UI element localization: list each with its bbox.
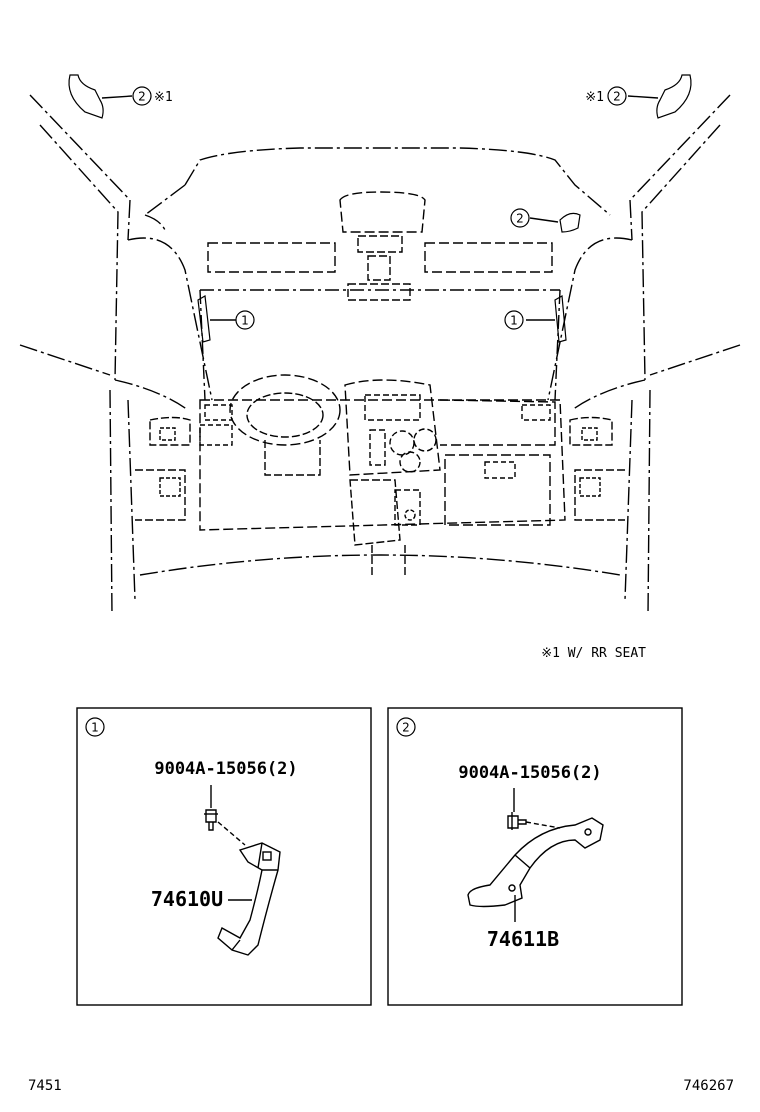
grip-rear-left — [68, 74, 104, 119]
footer-code-left: 7451 — [28, 1078, 62, 1094]
screw-part-number[interactable]: 9004A-15056(2) — [154, 759, 297, 779]
screw-icon — [204, 809, 218, 831]
callout-circle — [504, 310, 524, 330]
callout-circle — [510, 208, 530, 228]
screw-icon — [507, 812, 527, 830]
callout-number: 2 — [138, 90, 146, 104]
callout-number: 1 — [510, 314, 518, 328]
grip-roof-right — [559, 212, 581, 233]
assist-grip-74611b — [467, 817, 604, 908]
detail-panel-1 — [76, 707, 372, 1006]
callout-number: 1 — [241, 314, 249, 328]
footer-code-right: 746267 — [683, 1078, 734, 1094]
grip-front-left — [197, 295, 211, 343]
callout-number: 2 — [613, 90, 621, 104]
grip-front-right — [554, 295, 567, 343]
grip-part-number[interactable]: 74611B — [487, 927, 559, 951]
grip-part-number[interactable]: 74610U — [151, 887, 223, 911]
detail-panel-2 — [387, 707, 683, 1006]
panel-number-circle — [85, 717, 105, 737]
panel-number: 2 — [402, 721, 410, 735]
screw-part-number[interactable]: 9004A-15056(2) — [458, 763, 601, 783]
callout-circle — [607, 86, 627, 106]
option-note: ※1 W/ RR SEAT — [541, 646, 646, 661]
grip-rear-right — [656, 74, 692, 119]
callout-note-mark: ※1 — [154, 90, 173, 105]
assist-grip-74610u — [217, 842, 281, 956]
callout-note-mark: ※1 — [585, 90, 604, 105]
callout-number: 2 — [516, 212, 524, 226]
panel-number-circle — [396, 717, 416, 737]
callout-circle — [235, 310, 255, 330]
callout-circle — [132, 86, 152, 106]
interior-overview — [19, 74, 741, 616]
panel-number: 1 — [91, 721, 99, 735]
